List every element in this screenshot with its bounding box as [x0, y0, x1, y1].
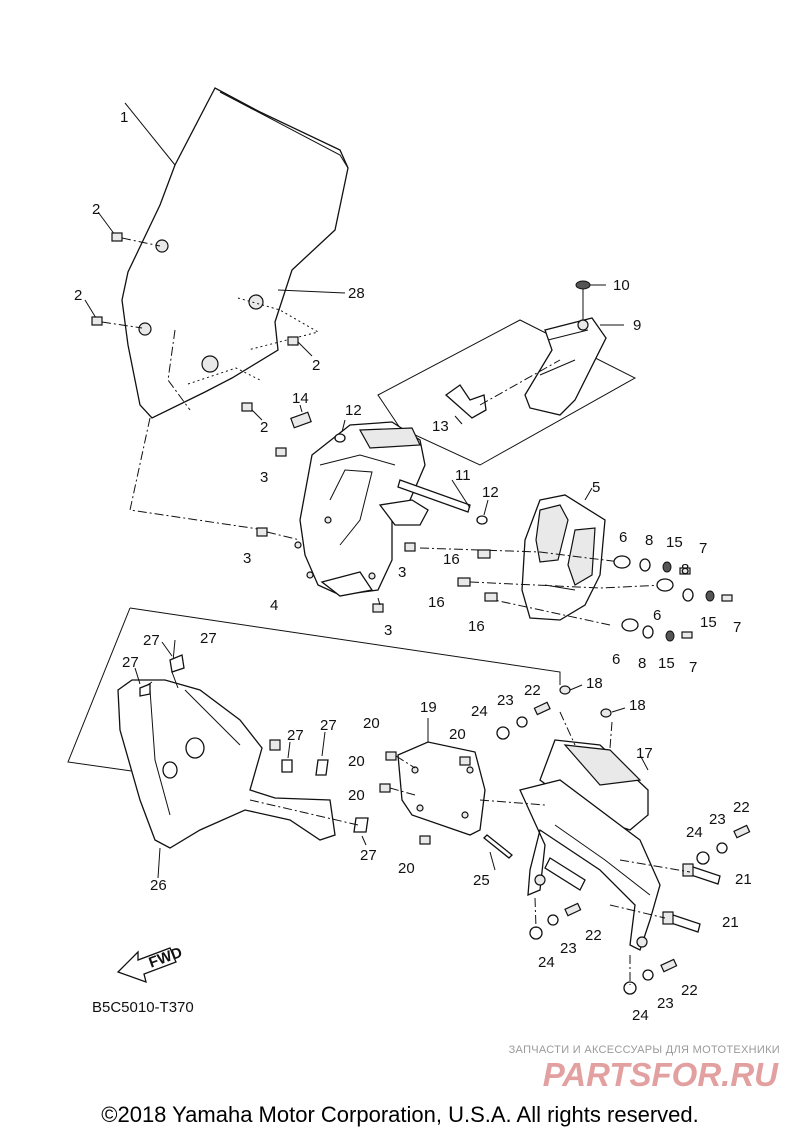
callout-17: 17 [636, 745, 653, 762]
callout-6: 6 [612, 651, 620, 668]
rivets-27 [134, 641, 369, 846]
callout-27: 27 [122, 654, 139, 671]
callout-14: 14 [292, 390, 309, 407]
callout-24: 24 [686, 824, 703, 841]
callout-27: 27 [143, 632, 160, 649]
callout-1: 1 [120, 109, 128, 126]
callout-7: 7 [733, 619, 741, 636]
callout-18: 18 [629, 697, 646, 714]
callout-3: 3 [384, 622, 392, 639]
callout-20: 20 [348, 787, 365, 804]
callout-2: 2 [74, 287, 82, 304]
callout-7: 7 [689, 659, 697, 676]
callout-16: 16 [468, 618, 485, 635]
callout-23: 23 [709, 811, 726, 828]
windshield [121, 87, 349, 419]
callout-8: 8 [645, 532, 653, 549]
callout-6: 6 [653, 607, 661, 624]
callout-23: 23 [497, 692, 514, 709]
callout-25: 25 [473, 872, 490, 889]
watermark-logo-text: PARTSFOR.RU [543, 1056, 779, 1093]
callout-20: 20 [398, 860, 415, 877]
callout-22: 22 [681, 982, 698, 999]
fwd-arrow-icon: FWD [116, 944, 185, 984]
callout-2: 2 [260, 419, 268, 436]
callout-15: 15 [666, 534, 683, 551]
callout-3: 3 [398, 564, 406, 581]
callout-13: 13 [432, 418, 449, 435]
callout-9: 9 [633, 317, 641, 334]
callout-2: 2 [92, 201, 100, 218]
callout-27: 27 [360, 847, 377, 864]
bolt-2-group [84, 211, 313, 421]
pin-25 [483, 834, 513, 871]
callout-15: 15 [700, 614, 717, 631]
callout-16: 16 [428, 594, 445, 611]
callout-19: 19 [420, 699, 437, 716]
bolts-21 [609, 859, 721, 933]
hardware-right [419, 547, 733, 642]
fwd-label: FWD [147, 944, 185, 972]
copyright-text: ©2018 Yamaha Motor Corporation, U.S.A. A… [101, 1102, 699, 1127]
callout-20: 20 [348, 753, 365, 770]
callout-22: 22 [585, 927, 602, 944]
callout-4: 4 [270, 597, 278, 614]
watermark-logo: PARTSFOR.RU [543, 1056, 779, 1093]
callout-15: 15 [658, 655, 675, 672]
callout-3: 3 [243, 550, 251, 567]
callout-18: 18 [586, 675, 603, 692]
callout-12: 12 [482, 484, 499, 501]
callout-labels: 1 2 2 2 2 28 14 12 12 11 3 3 3 3 4 10 9 … [74, 109, 752, 1024]
callout-22: 22 [524, 682, 541, 699]
callout-23: 23 [560, 940, 577, 957]
bracket-5 [521, 487, 606, 621]
callout-27: 27 [200, 630, 217, 647]
callout-27: 27 [287, 727, 304, 744]
callout-7: 7 [699, 540, 707, 557]
callout-22: 22 [733, 799, 750, 816]
hardware-upper [256, 404, 489, 613]
callout-24: 24 [538, 954, 555, 971]
panel-4 [294, 421, 429, 597]
callout-12: 12 [345, 402, 362, 419]
callout-10: 10 [613, 277, 630, 294]
callout-28: 28 [348, 285, 365, 302]
bracket-17 [479, 711, 661, 951]
callout-2: 2 [312, 357, 320, 374]
callout-3: 3 [260, 469, 268, 486]
callout-21: 21 [735, 871, 752, 888]
callout-8: 8 [638, 655, 646, 672]
callout-26: 26 [150, 877, 167, 894]
watermark-tagline: ЗАПЧАСТИ И АКСЕССУАРЫ ДЛЯ МОТОТЕХНИКИ [508, 1044, 780, 1056]
callout-6: 6 [619, 529, 627, 546]
callout-23: 23 [657, 995, 674, 1012]
callout-24: 24 [471, 703, 488, 720]
plate-19 [379, 718, 486, 845]
callout-11: 11 [455, 467, 471, 484]
bracket-9 [377, 280, 637, 466]
callout-21: 21 [722, 914, 739, 931]
diagram-code: B5C5010-T370 [92, 999, 194, 1016]
callout-27: 27 [320, 717, 337, 734]
callout-8: 8 [681, 561, 689, 578]
hardware-lower-right [496, 684, 751, 995]
callout-24: 24 [632, 1007, 649, 1024]
lower-cover-26 [117, 639, 336, 879]
callout-20: 20 [363, 715, 380, 732]
callout-5: 5 [592, 479, 600, 496]
callout-20: 20 [449, 726, 466, 743]
callout-16: 16 [443, 551, 460, 568]
